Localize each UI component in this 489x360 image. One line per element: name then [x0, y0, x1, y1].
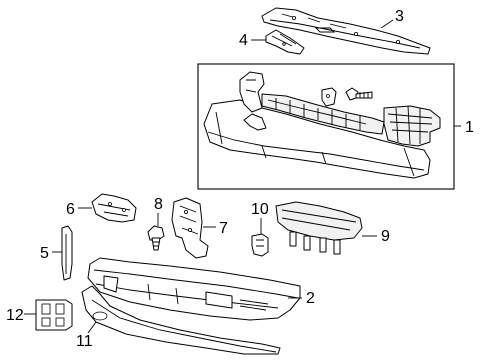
callout-9: 9: [381, 228, 390, 245]
part-3-support-cover: [261, 7, 431, 55]
callout-4: 4: [239, 32, 248, 49]
part-1-bolt: [345, 87, 373, 101]
leader-3: [380, 19, 394, 29]
callout-11: 11: [76, 333, 93, 350]
part-4-bracket: [265, 29, 305, 55]
leader-11: [87, 321, 97, 334]
callout-8: 8: [154, 196, 163, 213]
part-10-clip: [251, 233, 269, 257]
part-11-valance: [81, 285, 281, 355]
part-1-nut: [321, 87, 337, 107]
callout-3: 3: [395, 8, 404, 25]
part-12-license-bracket: [35, 299, 73, 331]
callout-7: 7: [219, 220, 228, 237]
callout-10: 10: [251, 201, 269, 218]
callout-12: 12: [6, 307, 24, 324]
part-1-bracket-left: [239, 71, 265, 113]
part-1-reinforcement: [261, 93, 385, 135]
part-5-side-bracket: [61, 225, 73, 281]
callout-2: 2: [306, 290, 315, 307]
callout-1: 1: [465, 119, 474, 136]
part-8-bolt: [147, 225, 165, 251]
part-1-side-bracket: [383, 105, 441, 147]
callout-6: 6: [66, 201, 75, 218]
assembly-1-frame: [197, 63, 455, 190]
callout-5: 5: [40, 245, 49, 262]
part-9-step-pad: [275, 201, 363, 255]
part-7-mounting-bracket: [171, 197, 209, 259]
part-6-bracket: [91, 193, 137, 223]
part-1-clip: [243, 113, 267, 131]
part-2-front-bumper: [87, 257, 301, 321]
